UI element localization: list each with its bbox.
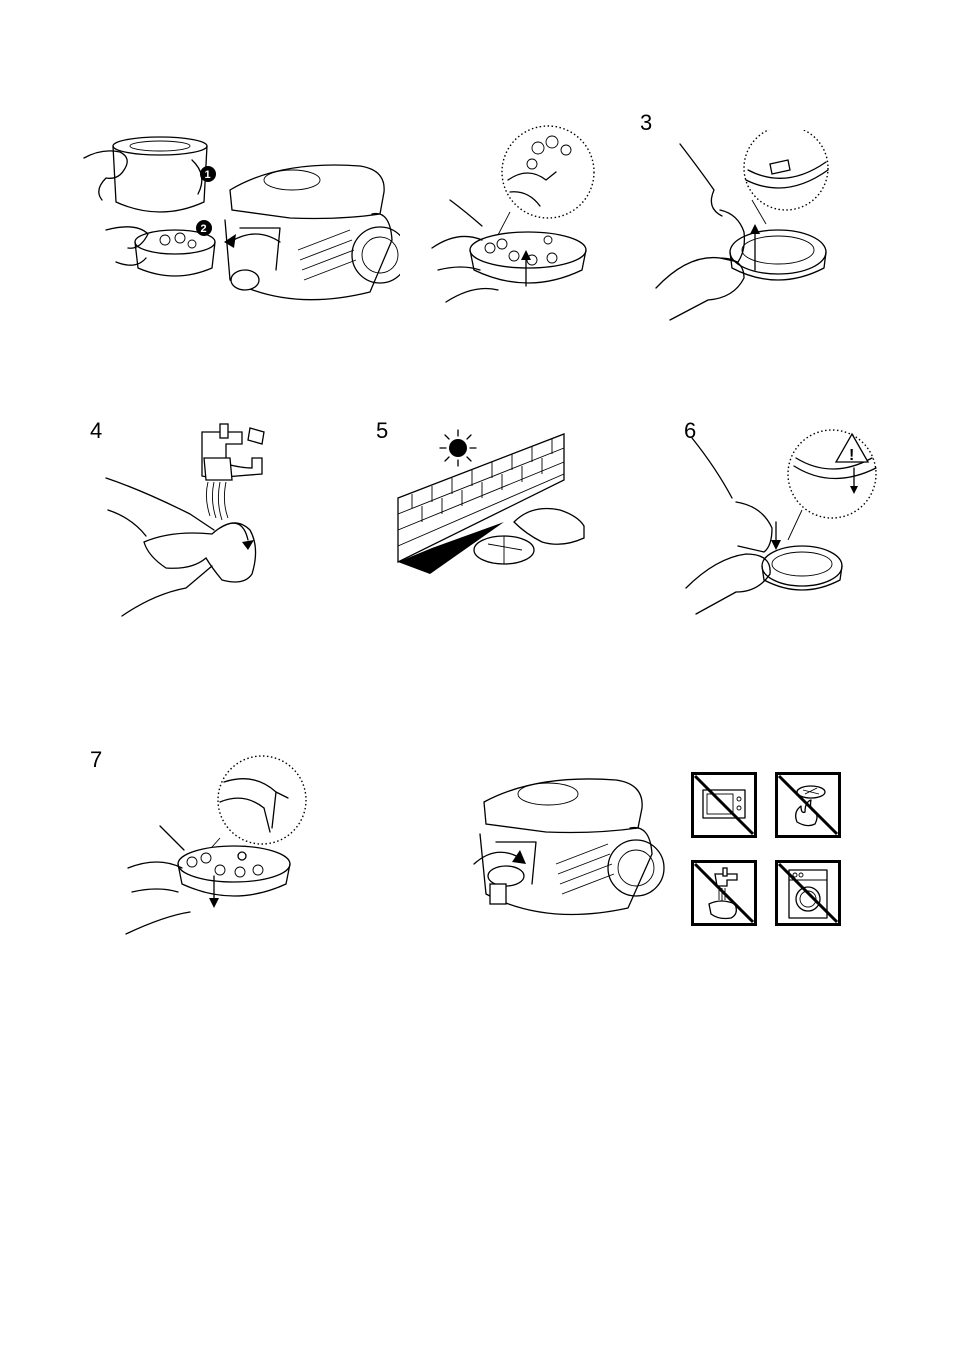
illustration-step-6: ! xyxy=(676,428,886,618)
no-heater-fire-icon xyxy=(775,772,841,838)
no-tap-water-icon xyxy=(691,860,757,926)
step-number-4: 4 xyxy=(90,420,102,442)
illustration-step-3 xyxy=(648,130,834,322)
no-microwave-icon xyxy=(691,772,757,838)
illustration-reinsert-filter xyxy=(466,768,666,928)
no-washing-machine-icon xyxy=(775,860,841,926)
illustration-step-5 xyxy=(392,424,592,584)
step-number-7: 7 xyxy=(90,749,102,771)
illustration-step-2 xyxy=(428,120,600,320)
illustration-step-4 xyxy=(102,418,278,618)
step-number-5: 5 xyxy=(376,420,388,442)
badge-1: 1 xyxy=(205,169,211,181)
illustration-step-7 xyxy=(124,752,308,940)
svg-text:!: ! xyxy=(849,447,854,464)
illustration-step-1: 1 2 xyxy=(80,130,400,315)
badge-2: 2 xyxy=(201,223,207,235)
